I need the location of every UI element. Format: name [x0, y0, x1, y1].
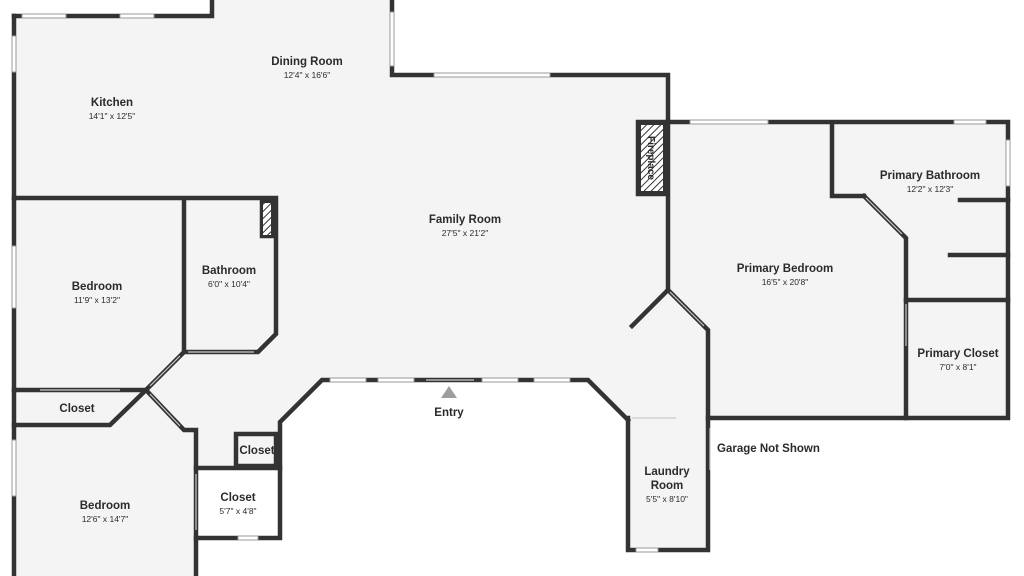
room-name: Primary Bedroom: [737, 263, 834, 275]
room-primary-bathroom: Primary Bathroom 12'2" x 12'3": [880, 170, 980, 194]
room-name: Family Room: [429, 214, 501, 226]
room-name: Closet: [59, 403, 94, 415]
room-closet-small: Closet: [239, 445, 274, 457]
room-bedroom-2: Bedroom 12'6" x 14'7": [80, 500, 130, 524]
garage-note: Garage Not Shown: [717, 443, 820, 455]
room-family: Family Room 27'5" x 21'2": [429, 214, 501, 238]
room-name: Dining Room: [271, 56, 343, 68]
floor-area: [14, 0, 1008, 576]
room-name: Kitchen: [91, 97, 133, 109]
fireplace: Fireplace: [639, 123, 665, 193]
room-dimensions: 27'5" x 21'2": [442, 228, 489, 238]
entry-label: Entry: [434, 407, 464, 419]
room-dimensions: 12'6" x 14'7": [82, 514, 129, 524]
room-name: Primary Bathroom: [880, 170, 980, 182]
entry-arrow-icon: [441, 386, 457, 398]
room-laundry: Laundry Room 5'5" x 8'10": [644, 466, 690, 504]
room-name: Closet: [220, 492, 255, 504]
room-dimensions: 6'0" x 10'4": [208, 279, 250, 289]
room-name: Bedroom: [72, 281, 122, 293]
room-name: Bathroom: [202, 265, 256, 277]
openings: [40, 197, 907, 530]
room-name: Bedroom: [80, 500, 130, 512]
bathroom-vent: [263, 203, 271, 235]
room-dimensions: 5'7" x 4'8": [219, 506, 256, 516]
room-name-line1: Laundry: [644, 466, 690, 478]
fireplace-label: Fireplace: [645, 136, 656, 180]
room-dimensions: 12'2" x 12'3": [907, 184, 954, 194]
room-closet-mid: Closet 5'7" x 4'8": [219, 492, 256, 516]
room-dimensions: 16'5" x 20'8": [762, 277, 809, 287]
room-dimensions: 12'4" x 16'6": [284, 70, 331, 80]
room-dimensions: 11'9" x 13'2": [74, 295, 120, 305]
room-name-line2: Room: [651, 480, 684, 492]
room-dimensions: 7'0" x 8'1": [939, 362, 976, 372]
room-bedroom-1: Bedroom 11'9" x 13'2": [72, 281, 122, 305]
room-kitchen: Kitchen 14'1" x 12'5": [89, 97, 136, 121]
room-bathroom: Bathroom 6'0" x 10'4": [202, 265, 256, 289]
room-name: Primary Closet: [917, 348, 998, 360]
walls: [11, 0, 1011, 576]
room-primary-bedroom: Primary Bedroom 16'5" x 20'8": [737, 263, 834, 287]
room-dining: Dining Room 12'4" x 16'6": [271, 56, 343, 80]
room-name: Closet: [239, 445, 274, 457]
windows: [11, 11, 1011, 553]
room-primary-closet: Primary Closet 7'0" x 8'1": [917, 348, 998, 372]
room-dimensions: 14'1" x 12'5": [89, 111, 136, 121]
room-dimensions: 5'5" x 8'10": [646, 494, 688, 504]
room-closet-left: Closet: [59, 403, 94, 415]
